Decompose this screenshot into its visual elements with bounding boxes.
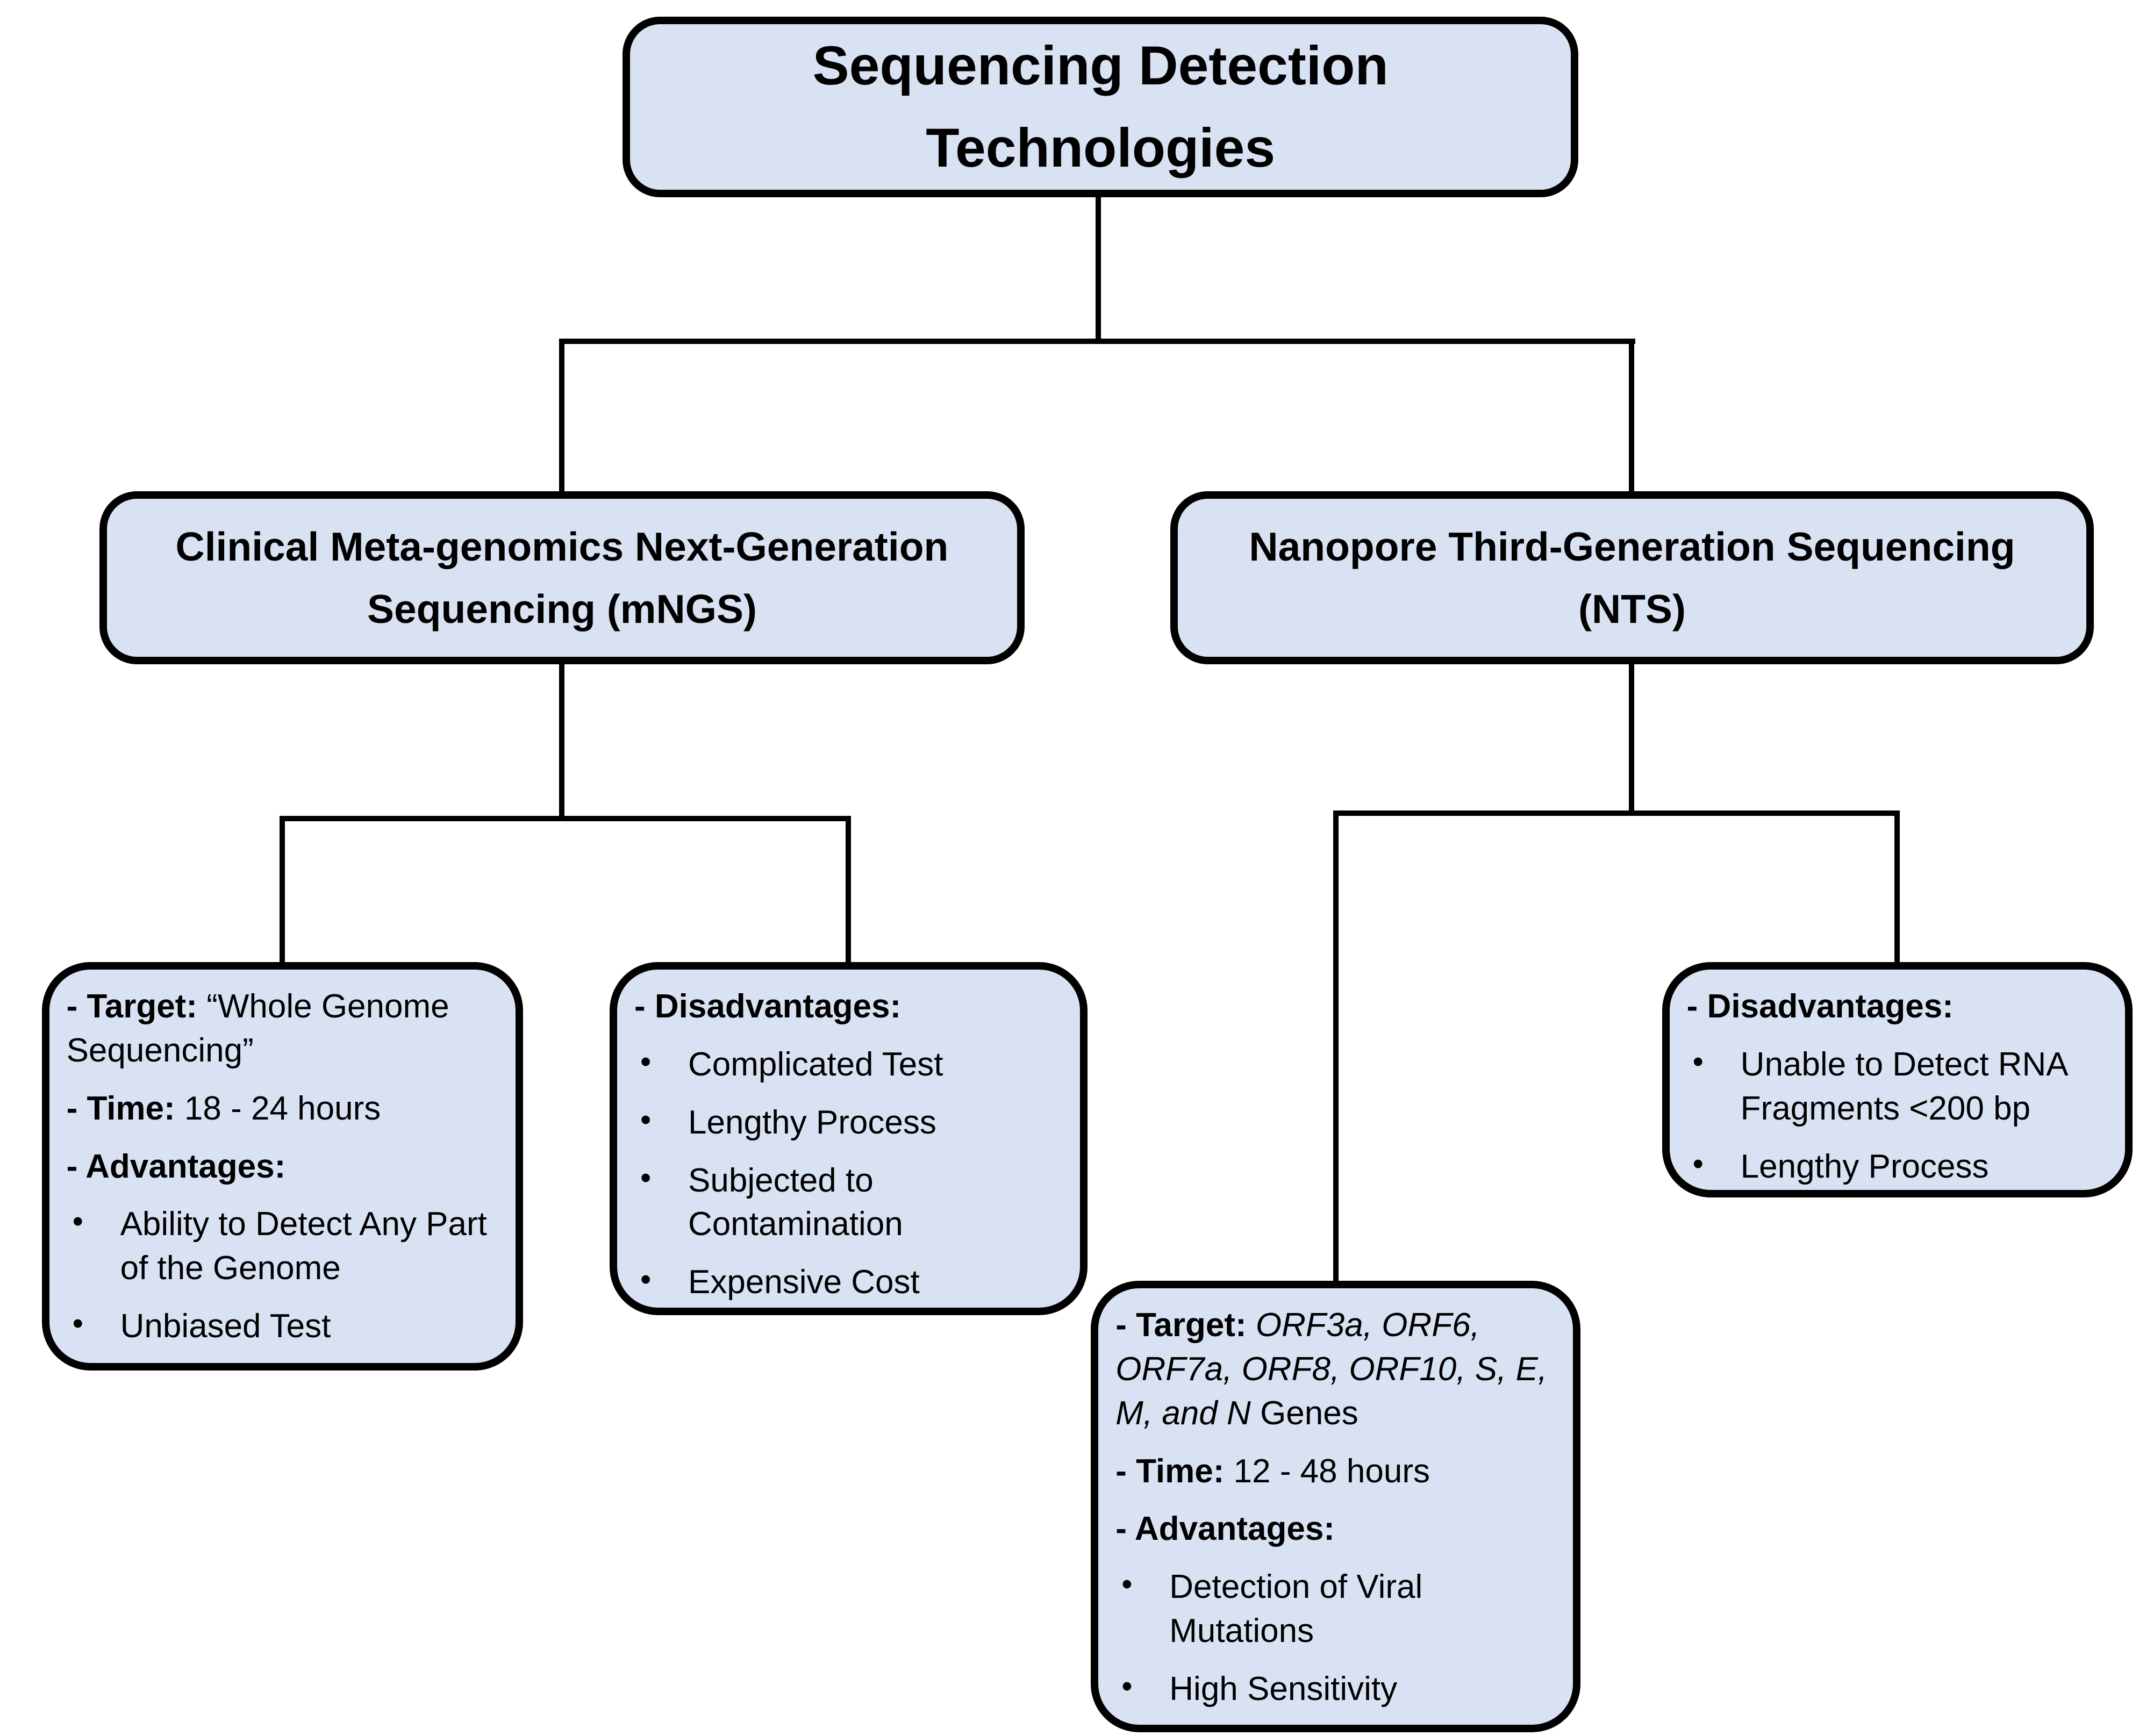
nts-disadvantages-heading: - Disadvantages: [1687,985,2109,1029]
nts-disadvantages-list: Unable to Detect RNA Fragments <200 bp L… [1687,1042,2109,1189]
advantage-item-text: Detection of Viral Mutations [1169,1568,1423,1650]
disadvantages-label: - Disadvantages: [1686,988,1954,1025]
root-node-sequencing-detection-technologies: Sequencing Detection Technologies [622,16,1579,197]
nts-advantages-list: Detection of Viral Mutations High Sensit… [1115,1564,1557,1711]
mngs-target-line: - Target: “Whole Genome Sequencing” [67,985,499,1073]
disadvantage-item-text: Unable to Detect RNA Fragments <200 bp [1740,1045,2067,1127]
time-value: 18 - 24 hours [184,1089,381,1127]
list-item: High Sensitivity [1115,1666,1557,1711]
time-value: 12 - 48 hours [1233,1452,1430,1490]
time-label: - Time: [1115,1452,1225,1490]
mngs-disadvantages-heading: - Disadvantages: [634,985,1064,1029]
mngs-time-line: - Time: 18 - 24 hours [67,1087,499,1131]
advantages-label: - Advantages: [1115,1510,1335,1548]
target-value: “Whole Genome Sequencing” [66,988,449,1069]
leaf-node-mngs-disadvantages: - Disadvantages: Complicated Test Length… [610,962,1088,1316]
root-title-line: Sequencing Detection [812,34,1389,96]
target-value: Genes [1260,1394,1358,1432]
root-title-line: Technologies [926,117,1276,178]
list-item: Lengthy Process [634,1100,1064,1145]
connector-mngs-trunk [559,663,565,819]
branch-node-mngs: Clinical Meta-genomics Next-Generation S… [99,491,1025,665]
branch-nts-title-line: Nanopore Third-Generation Sequencing [1249,523,2015,569]
connector-mngs-horizontal [280,816,851,822]
disadvantage-item-text: Lengthy Process [688,1103,936,1141]
connector-drop-mngs-details [280,816,285,964]
connector-nts-trunk [1629,663,1635,813]
target-genes-italic: ORF3a, ORF6, ORF7a, ORF8, ORF10, S, E, M… [1115,1307,1548,1432]
branch-node-nts: Nanopore Third-Generation Sequencing (NT… [1170,491,2094,665]
disadvantages-label: - Disadvantages: [634,988,902,1025]
mngs-advantages-heading: - Advantages: [67,1145,499,1189]
branch-nts-title-line: (NTS) [1578,586,1686,632]
branch-mngs-title-line: Clinical Meta-genomics Next-Generation [175,523,949,569]
connector-drop-nts-details [1333,810,1339,1283]
disadvantage-item-text: Expensive Cost [688,1264,920,1301]
list-item: Complicated Test [634,1042,1064,1087]
list-item: Lengthy Process [1687,1144,2109,1189]
leaf-node-mngs-details: - Target: “Whole Genome Sequencing” - Ti… [41,962,523,1371]
connector-drop-nts [1629,338,1635,492]
disadvantage-item-text: Complicated Test [688,1045,943,1083]
nts-target-line: - Target: ORF3a, ORF6, ORF7a, ORF8, ORF1… [1115,1303,1557,1435]
connector-drop-mngs-disadv [845,816,851,964]
target-label: - Target: [66,988,197,1025]
connector-root-trunk [1096,196,1101,341]
disadvantage-item-text: Subjected to Contamination [688,1161,903,1243]
time-label: - Time: [66,1089,175,1127]
connector-drop-nts-disadv [1894,810,1900,964]
advantage-item-text: Ability to Detect Any Part of the Genome [120,1206,487,1287]
connector-drop-mngs [559,338,565,492]
leaf-node-nts-disadvantages: - Disadvantages: Unable to Detect RNA Fr… [1662,962,2133,1198]
list-item: Detection of Viral Mutations [1115,1564,1557,1653]
connector-top-horizontal [559,338,1635,344]
connector-nts-horizontal [1333,810,1900,816]
nts-time-line: - Time: 12 - 48 hours [1115,1450,1557,1494]
branch-mngs-title-line: Sequencing (mNGS) [367,586,757,632]
nts-advantages-heading: - Advantages: [1115,1507,1557,1551]
leaf-node-nts-details: - Target: ORF3a, ORF6, ORF7a, ORF8, ORF1… [1091,1281,1581,1732]
list-item: Unbiased Test [67,1303,499,1348]
list-item: Ability to Detect Any Part of the Genome [67,1201,499,1290]
mngs-disadvantages-list: Complicated Test Lengthy Process Subject… [634,1042,1064,1304]
advantage-item-text: Unbiased Test [120,1308,331,1345]
list-item: Subjected to Contamination [634,1158,1064,1247]
advantage-item-text: High Sensitivity [1169,1670,1398,1708]
mngs-advantages-list: Ability to Detect Any Part of the Genome… [67,1201,499,1348]
list-item: Unable to Detect RNA Fragments <200 bp [1687,1042,2109,1131]
advantages-label: - Advantages: [66,1147,286,1185]
list-item: Expensive Cost [634,1259,1064,1304]
target-label: - Target: [1115,1307,1247,1344]
disadvantage-item-text: Lengthy Process [1740,1147,1989,1185]
